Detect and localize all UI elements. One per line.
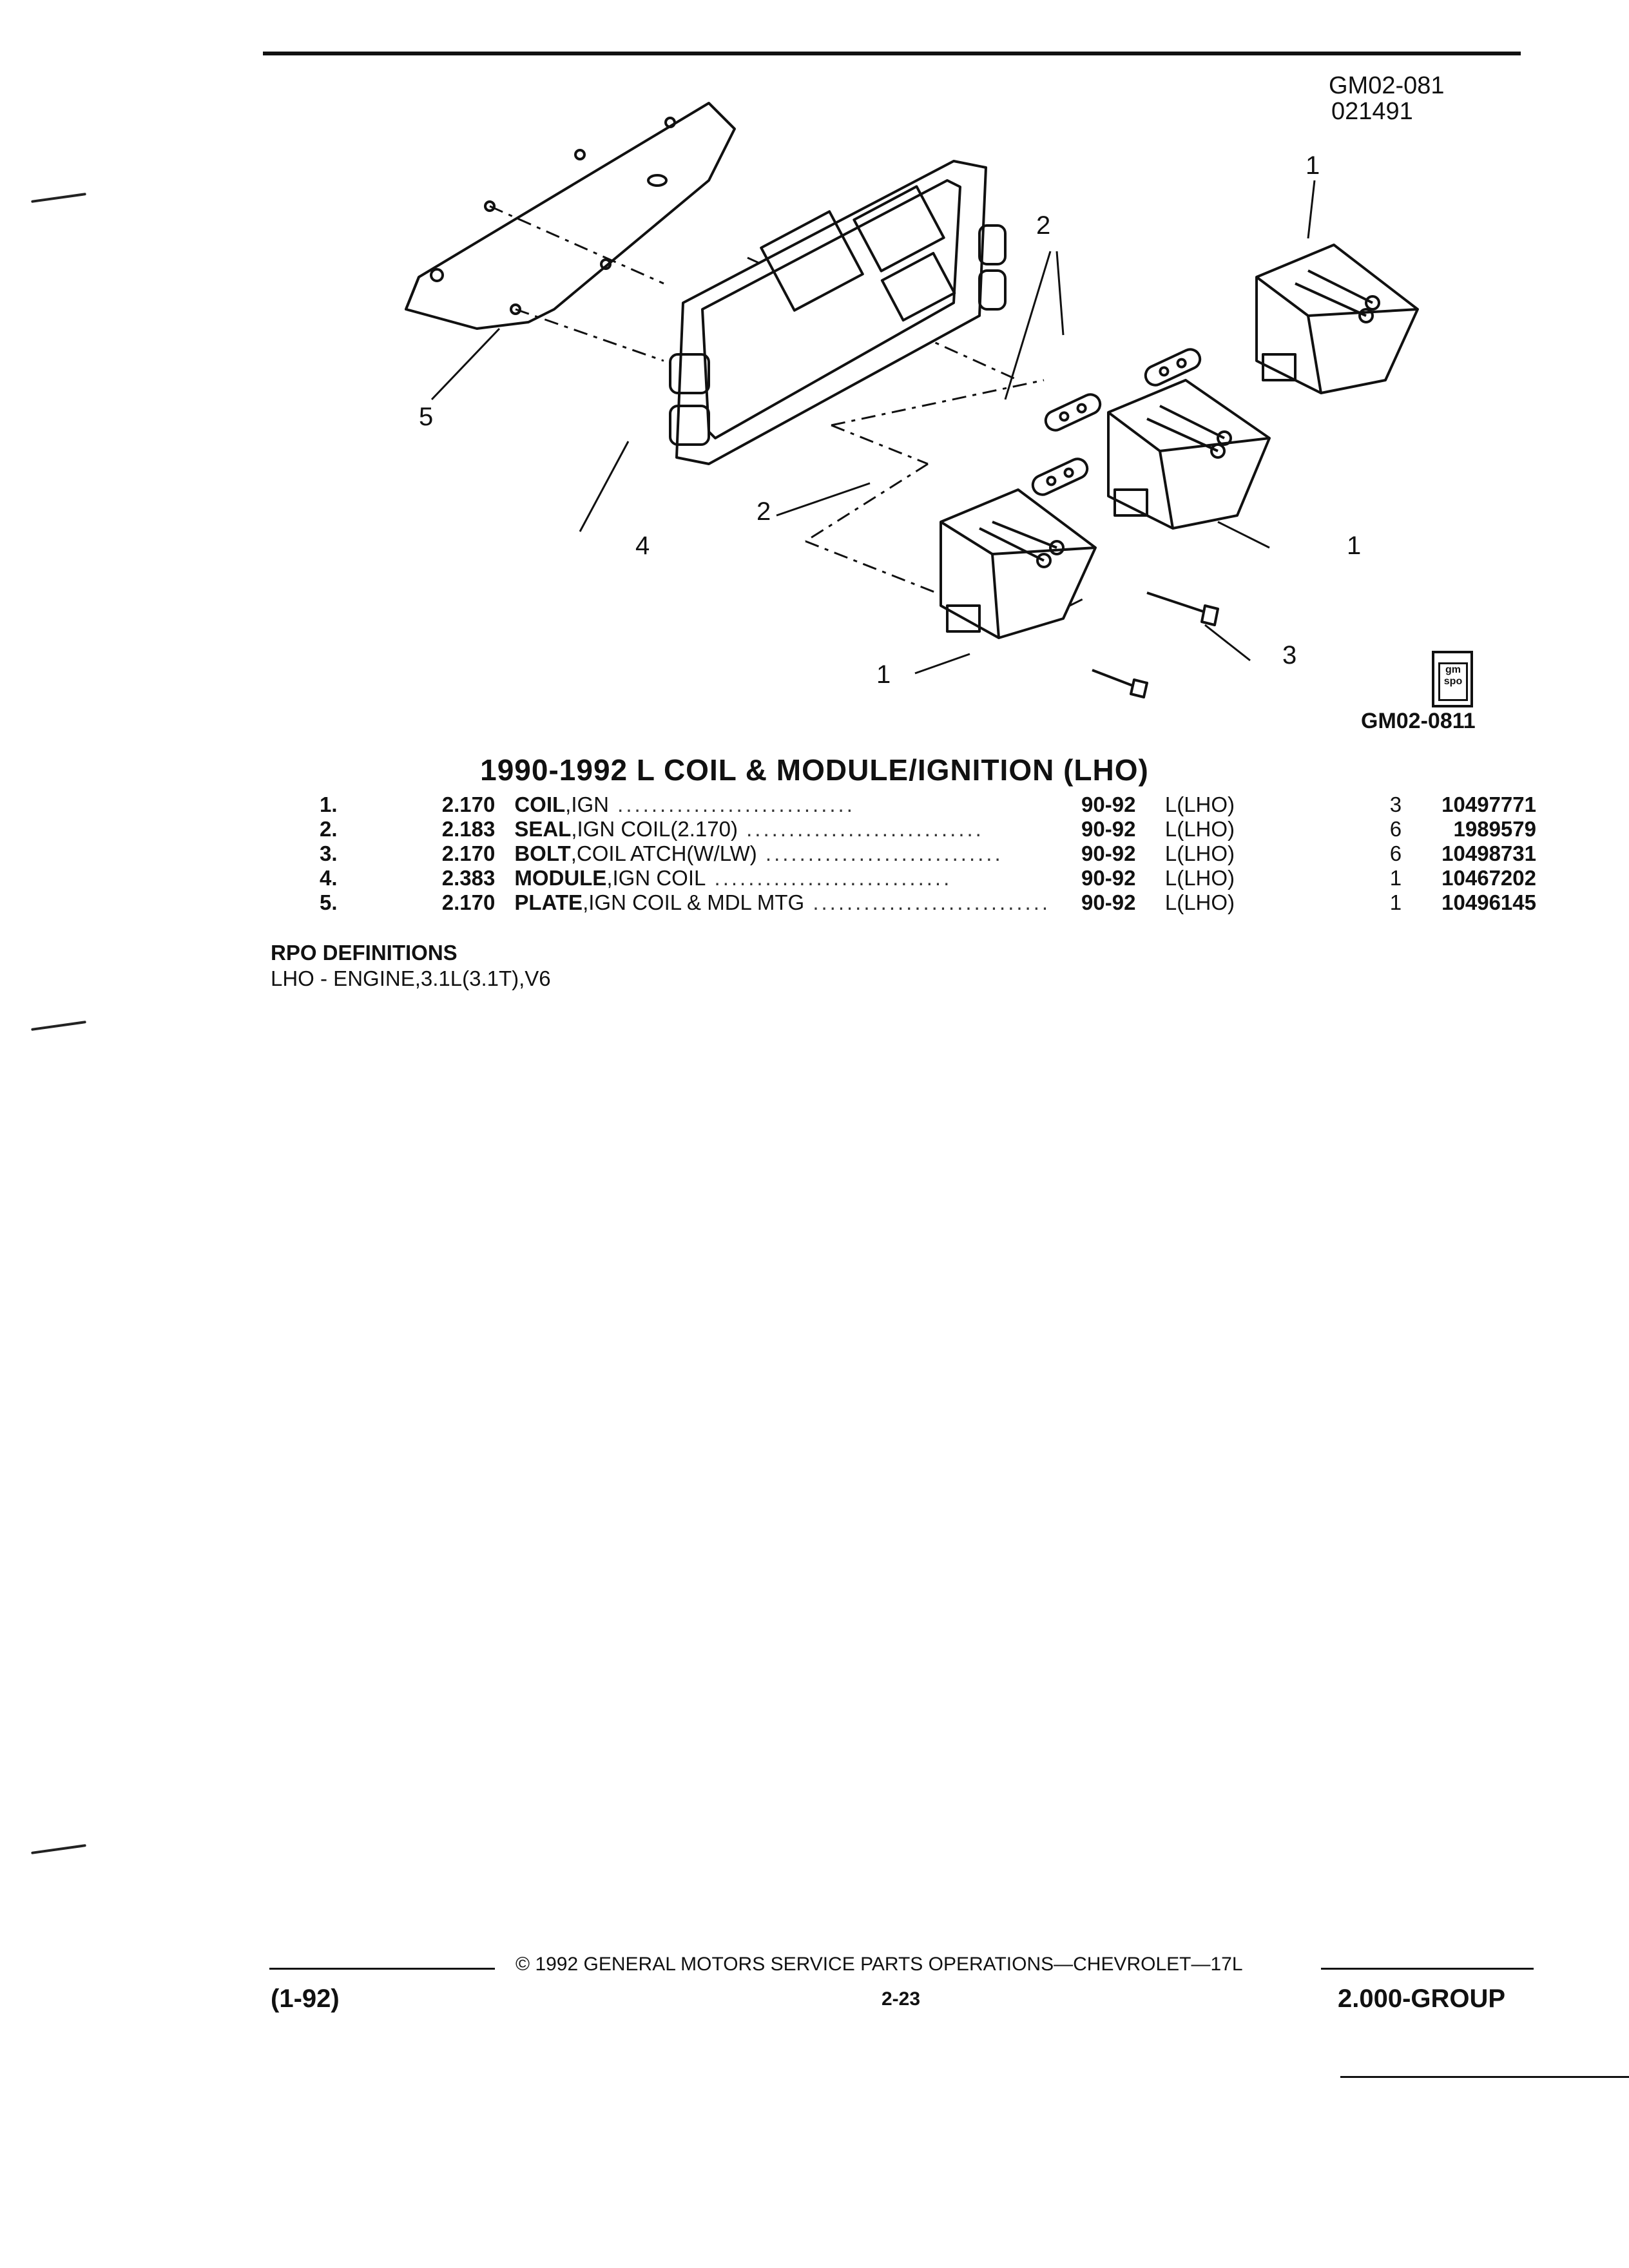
coil-bolt-part: [1092, 591, 1219, 698]
quantity: 3: [1389, 793, 1402, 816]
ignition-coil-part: [1107, 379, 1271, 530]
item-number: 4.: [320, 866, 338, 890]
item-number: 3.: [320, 841, 338, 865]
page-title: 1990-1992 L COIL & MODULE/IGNITION (LHO): [480, 753, 1149, 787]
date-code: (1-92): [271, 1984, 340, 2013]
part-name: COIL: [514, 793, 566, 816]
leader-dots: ............................: [706, 866, 952, 890]
figure-code: GM02-081: [1329, 72, 1445, 99]
ignition-coil-part: [940, 488, 1097, 639]
part-detail: ,IGN COIL: [606, 866, 706, 890]
quantity: 6: [1389, 817, 1402, 841]
part-name: PLATE: [514, 890, 583, 914]
footer-rule-right: [1321, 1968, 1534, 1970]
ignition-coil-part: [1255, 244, 1419, 394]
item-number: 1.: [320, 793, 338, 816]
leader-dots: ............................: [609, 793, 855, 816]
quantity: 6: [1389, 841, 1402, 865]
model-years: 90-92: [1081, 866, 1136, 890]
group-label: 2.000-GROUP: [1338, 1984, 1506, 2013]
group-number: 2.170: [441, 890, 496, 914]
part-name: MODULE: [514, 866, 607, 890]
part-description: SEAL,IGN COIL(2.170) ...................…: [510, 817, 1077, 841]
diagram-drawing: [405, 102, 1419, 698]
gm-spo-logo-text: gm spo: [1438, 662, 1468, 701]
margin-mark: [31, 1021, 86, 1031]
part-detail: ,IGN COIL & MDL MTG: [583, 890, 805, 914]
table-row: 5. 2.170 PLATE,IGN COIL & MDL MTG ........…: [316, 890, 1540, 915]
part-name: BOLT: [514, 841, 571, 865]
part-detail: ,IGN: [565, 793, 609, 816]
margin-mark: [31, 193, 86, 203]
group-number: 2.170: [441, 793, 496, 816]
rpo-code: L(LHO): [1164, 866, 1235, 890]
table-row: 2. 2.183 SEAL,IGN COIL(2.170) ............…: [316, 817, 1540, 841]
part-description: PLATE,IGN COIL & MDL MTG ...............…: [510, 890, 1077, 915]
callout-1-front: 1: [876, 660, 891, 689]
gm-spo-logo: gm spo: [1432, 651, 1473, 707]
part-number: 10498731: [1441, 841, 1536, 865]
item-number: 5.: [320, 890, 338, 914]
leader-dots: ............................: [804, 890, 1051, 914]
callout-1: 1: [1306, 151, 1320, 180]
leader-dots: ............................: [737, 817, 984, 841]
footer-rule-left: [269, 1968, 495, 1970]
parts-table: 1. 2.170 COIL,IGN ........................…: [316, 793, 1540, 915]
callout-3: 3: [1282, 641, 1297, 669]
table-row: 3. 2.170 BOLT,COIL ATCH(W/LW) ............…: [316, 841, 1540, 866]
model-years: 90-92: [1081, 793, 1136, 816]
part-number: 10496145: [1441, 890, 1536, 914]
figure-label: GM02-0811: [1361, 709, 1476, 733]
rpo-code: L(LHO): [1164, 817, 1235, 841]
part-description: BOLT,COIL ATCH(W/LW) ...................…: [510, 841, 1077, 866]
seal-part: [1031, 348, 1202, 496]
margin-mark: [31, 1844, 86, 1854]
part-description: MODULE,IGN COIL ........................…: [510, 866, 1077, 890]
quantity: 1: [1389, 890, 1402, 914]
model-years: 90-92: [1081, 817, 1136, 841]
part-number: 1989579: [1453, 817, 1536, 841]
part-description: COIL,IGN ............................: [510, 793, 1077, 817]
rpo-definition-item: LHO - ENGINE,3.1L(3.1T),V6: [271, 966, 551, 990]
mounting-plate-part: [405, 102, 736, 330]
callout-2-lower: 2: [757, 497, 771, 526]
callout-4: 4: [635, 532, 650, 560]
part-detail: ,IGN COIL(2.170): [571, 817, 738, 841]
part-number: 10497771: [1441, 793, 1536, 816]
exploded-parts-diagram: 1 2 5 4 2 1 3 1: [361, 77, 1495, 722]
part-number: 10467202: [1441, 866, 1536, 890]
callout-2: 2: [1036, 211, 1051, 240]
rpo-code: L(LHO): [1164, 841, 1235, 865]
model-years: 90-92: [1081, 890, 1136, 914]
table-row: 4. 2.383 MODULE,IGN COIL .................…: [316, 866, 1540, 890]
item-number: 2.: [320, 817, 338, 841]
page-number: 2-23: [882, 1988, 921, 2010]
model-years: 90-92: [1081, 841, 1136, 865]
footer-bottom-rule: [1340, 2076, 1629, 2078]
quantity: 1: [1389, 866, 1402, 890]
rpo-definitions-heading: RPO DEFINITIONS: [271, 941, 458, 965]
copyright-line: © 1992 GENERAL MOTORS SERVICE PARTS OPER…: [516, 1954, 1243, 1975]
leader-dots: ............................: [757, 841, 1003, 865]
rpo-code: L(LHO): [1164, 890, 1235, 914]
group-number: 2.383: [441, 866, 496, 890]
part-detail: ,COIL ATCH(W/LW): [570, 841, 757, 865]
callout-1-middle: 1: [1347, 532, 1362, 560]
part-name: SEAL: [514, 817, 572, 841]
callout-5: 5: [419, 403, 434, 431]
table-row: 1. 2.170 COIL,IGN ........................…: [316, 793, 1540, 817]
rpo-code: L(LHO): [1164, 793, 1235, 816]
ignition-module-part: [669, 160, 1007, 465]
group-number: 2.170: [441, 841, 496, 865]
figure-date: 021491: [1331, 98, 1413, 125]
group-number: 2.183: [441, 817, 496, 841]
top-rule: [263, 52, 1521, 55]
